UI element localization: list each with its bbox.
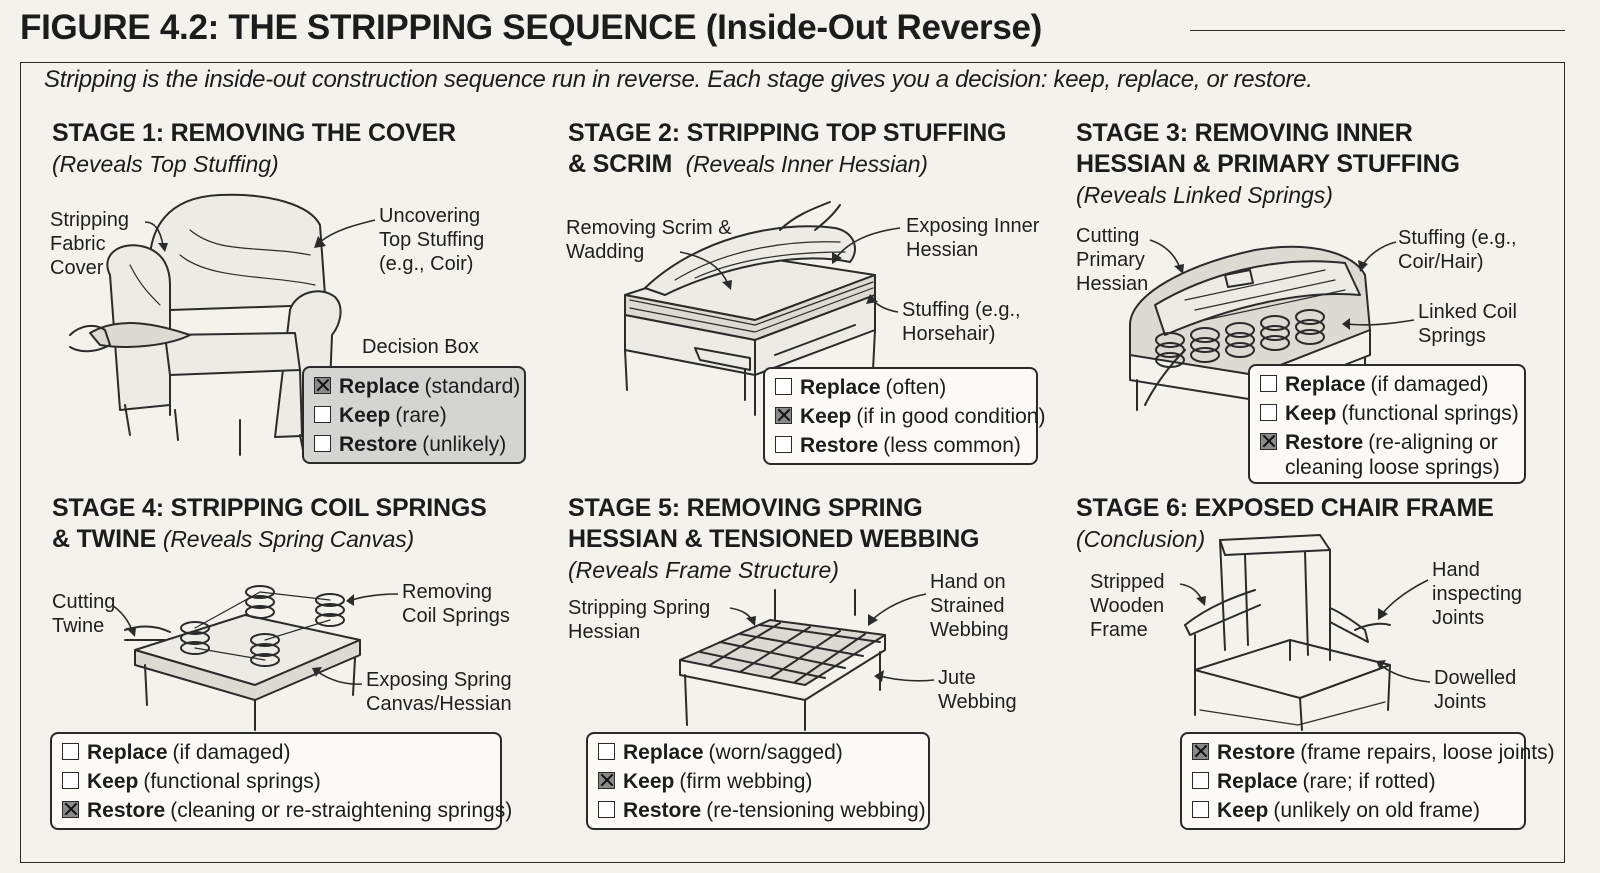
checkbox-unchecked[interactable]	[62, 772, 79, 789]
stage-5-label-jute-webbing: Jute Webbing	[938, 667, 1017, 713]
stage-4-option-keep[interactable]: Keep(functional springs)	[62, 767, 490, 796]
stage-1-option-keep[interactable]: Keep(rare)	[314, 401, 514, 430]
checkbox-unchecked[interactable]	[314, 435, 331, 452]
stage-1-title: STAGE 1: REMOVING THE COVER	[52, 119, 456, 147]
stage-5-label-spring-hessian: Stripping Spring Hessian	[568, 597, 711, 643]
figure-frame	[20, 62, 1565, 863]
title-rule	[1190, 30, 1565, 31]
stage-5-option-replace[interactable]: Replace(worn/sagged)	[598, 738, 918, 767]
stage-1-label-fabric-cover: Stripping Fabric Cover	[50, 209, 129, 279]
figure-title: FIGURE 4.2: THE STRIPPING SEQUENCE (Insi…	[20, 8, 1059, 48]
stage-6-subtitle: (Conclusion)	[1076, 526, 1206, 552]
checkbox-unchecked[interactable]	[598, 743, 615, 760]
stage-4-label-cutting-twine: Cutting Twine	[52, 591, 116, 637]
stage-3-option-replace[interactable]: Replace(if damaged)	[1260, 370, 1514, 399]
checkbox-checked[interactable]	[314, 377, 331, 394]
stage-6-option-replace[interactable]: Replace(rare; if rotted)	[1192, 767, 1514, 796]
armchair-cover-illustration	[69, 193, 342, 461]
stage-2-label-stuffing: Stuffing (e.g., Horsehair)	[902, 299, 1021, 345]
stage-3-decision-box: Replace(if damaged) Keep(functional spri…	[1248, 364, 1526, 484]
stage-3-label-stuffing: Stuffing (e.g., Coir/Hair)	[1398, 227, 1517, 273]
stage-2-option-restore[interactable]: Restore(less common)	[775, 431, 1026, 460]
checkbox-unchecked[interactable]	[314, 406, 331, 423]
seat-stuffing-illustration	[624, 201, 876, 416]
checkbox-unchecked[interactable]	[1260, 375, 1277, 392]
stage-6-option-keep[interactable]: Keep(unlikely on old frame)	[1192, 796, 1514, 825]
figure-subtitle: Stripping is the inside-out construction…	[44, 66, 1313, 93]
stage-1-label-top-stuffing: Uncovering Top Stuffing (e.g., Coir)	[379, 205, 485, 275]
stage-5-label-strained-webbing: Hand on Strained Webbing	[930, 571, 1009, 641]
stage-2-option-keep[interactable]: Keep(if in good condition)	[775, 402, 1045, 431]
decision-box-title: Decision Box	[362, 336, 479, 358]
stage-1-decision-box: Replace(standard) Keep(rare) Restore(unl…	[302, 366, 526, 464]
stage-2-title: STAGE 2: STRIPPING TOP STUFFING & SCRIM …	[568, 119, 1007, 178]
stage-5-decision-box: Replace(worn/sagged) Keep(firm webbing) …	[586, 732, 930, 830]
stage-5-title: STAGE 5: REMOVING SPRING HESSIAN & TENSI…	[568, 494, 980, 553]
checkbox-checked[interactable]	[1192, 743, 1209, 760]
springs-hessian-illustration	[1129, 245, 1371, 411]
stage-4-label-removing-springs: Removing Coil Springs	[402, 581, 510, 627]
stage-1-subtitle: (Reveals Top Stuffing)	[52, 151, 279, 177]
webbing-frame-illustration	[679, 589, 886, 731]
coil-springs-illustration	[124, 585, 361, 731]
stage-3-title: STAGE 3: REMOVING INNER HESSIAN & PRIMAR…	[1076, 119, 1460, 178]
stage-6-title: STAGE 6: EXPOSED CHAIR FRAME	[1076, 494, 1494, 522]
stage-4-option-restore[interactable]: Restore(cleaning or re-straightening spr…	[62, 796, 512, 825]
stage-2-label-inner-hessian: Exposing Inner Hessian	[906, 215, 1040, 261]
stage-3-label-linked-springs: Linked Coil Springs	[1418, 301, 1517, 347]
stage-5-option-keep[interactable]: Keep(firm webbing)	[598, 767, 918, 796]
stage-1-option-replace[interactable]: Replace(standard)	[314, 372, 520, 401]
stage-4-label-spring-canvas: Exposing Spring Canvas/Hessian	[366, 669, 512, 715]
checkbox-checked[interactable]	[62, 801, 79, 818]
checkbox-checked[interactable]	[598, 772, 615, 789]
stage-4-title: STAGE 4: STRIPPING COIL SPRINGS & TWINE …	[52, 494, 487, 553]
checkbox-unchecked[interactable]	[62, 743, 79, 760]
stage-5-option-restore[interactable]: Restore(re-tensioning webbing)	[598, 796, 926, 825]
checkbox-checked[interactable]	[775, 407, 792, 424]
stage-6-label-wooden-frame: Stripped Wooden Frame	[1090, 571, 1165, 641]
stage-2-option-replace[interactable]: Replace(often)	[775, 373, 1026, 402]
chair-frame-illustration	[1184, 534, 1391, 731]
checkbox-unchecked[interactable]	[598, 801, 615, 818]
stage-3-label-cutting-hessian: Cutting Primary Hessian	[1076, 225, 1149, 295]
checkbox-unchecked[interactable]	[775, 436, 792, 453]
stage-2-label-scrim: Removing Scrim & Wadding	[566, 217, 732, 263]
checkbox-unchecked[interactable]	[1192, 772, 1209, 789]
stage-6-label-inspecting-joints: Hand inspecting Joints	[1432, 559, 1523, 629]
checkbox-checked[interactable]	[1260, 433, 1277, 450]
checkbox-unchecked[interactable]	[1260, 404, 1277, 421]
stage-4-option-replace[interactable]: Replace(if damaged)	[62, 738, 490, 767]
stage-3-subtitle: (Reveals Linked Springs)	[1076, 182, 1333, 208]
stage-6-option-restore[interactable]: Restore(frame repairs, loose joints)	[1192, 738, 1555, 767]
stage-6-label-dowelled-joints: Dowelled Joints	[1434, 667, 1517, 713]
checkbox-unchecked[interactable]	[1192, 801, 1209, 818]
checkbox-unchecked[interactable]	[775, 378, 792, 395]
stage-3-option-keep[interactable]: Keep(functional springs)	[1260, 399, 1519, 428]
stage-5-subtitle: (Reveals Frame Structure)	[568, 557, 839, 583]
stage-3-option-restore[interactable]: Restore(re-aligning or cleaning loose sp…	[1260, 428, 1514, 480]
stage-6-decision-box: Restore(frame repairs, loose joints) Rep…	[1180, 732, 1555, 830]
stage-1-option-restore[interactable]: Restore(unlikely)	[314, 430, 514, 459]
stage-2-decision-box: Replace(often) Keep(if in good condition…	[763, 367, 1045, 465]
stage-4-decision-box: Replace(if damaged) Keep(functional spri…	[50, 732, 512, 830]
